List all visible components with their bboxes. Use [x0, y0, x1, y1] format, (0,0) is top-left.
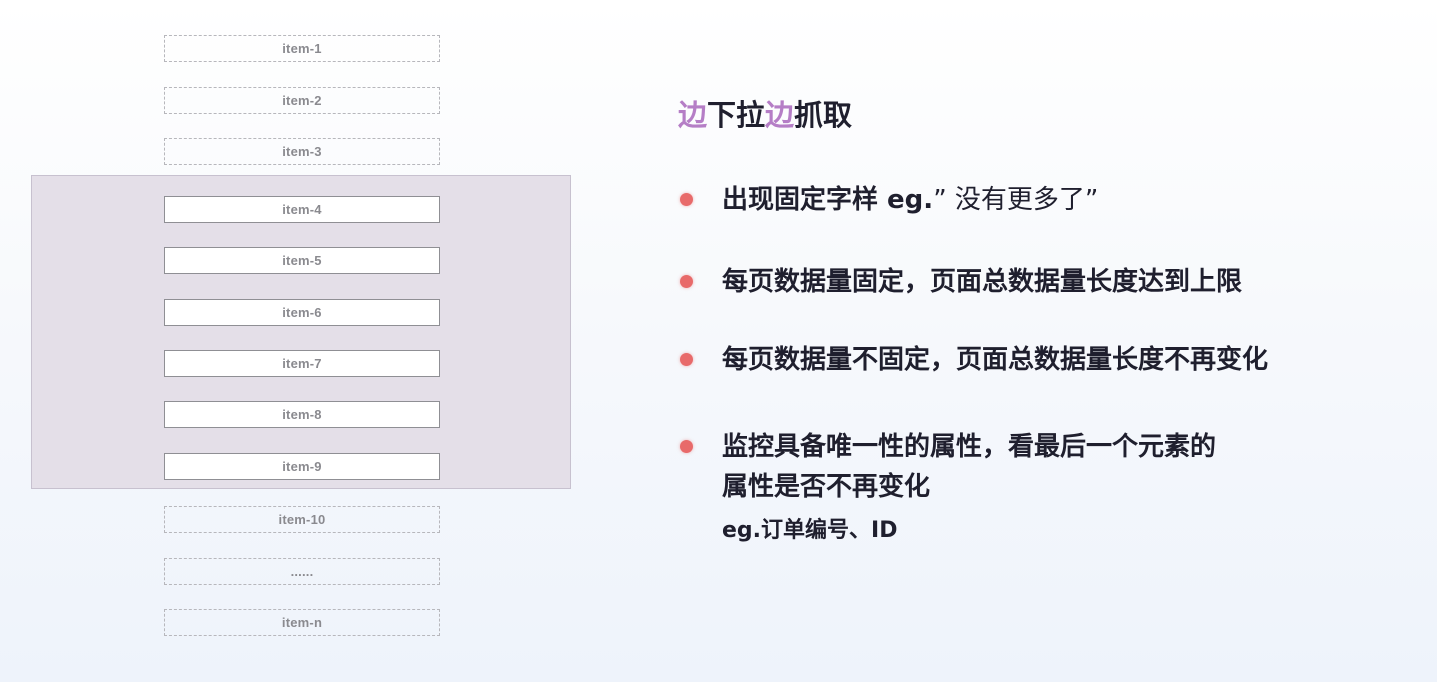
list-item: item-4	[164, 196, 440, 223]
scroll-list-diagram: item-1 item-2 item-3 item-4 item-5 item-6 item…	[0, 0, 600, 682]
bullet-example-text: eg.订单编号、ID	[722, 518, 898, 543]
bullet-text-line-2: 属性是否不再变化	[722, 472, 931, 502]
list-item: item-3	[164, 138, 440, 165]
page-title: 边下拉边抓取	[678, 92, 852, 134]
bullet-text: 每页数据量不固定，页面总数据量长度不再变化	[722, 345, 1269, 375]
bullet-dot-icon	[680, 440, 693, 453]
bullet-text: 出现固定字样 eg.” 没有更多了”	[722, 181, 1098, 219]
title-part-4: 抓取	[794, 98, 853, 132]
list-item: item-6	[164, 299, 440, 326]
text-panel: 边下拉边抓取 出现固定字样 eg.” 没有更多了” 每页数据量固定，页面总数据量…	[678, 0, 1418, 682]
bullet-text-line-1: 监控具备唯一性的属性，看最后一个元素的	[722, 432, 1217, 462]
list-item: item-5	[164, 247, 440, 274]
bullet-dot-icon	[680, 275, 693, 288]
list-item: item-2	[164, 87, 440, 114]
visible-viewport-region	[31, 175, 571, 489]
list-item: item-8	[164, 401, 440, 428]
bullet-quoted-text: ” 没有更多了”	[933, 185, 1099, 215]
list-item: ......	[164, 558, 440, 585]
list-item: item-n	[164, 609, 440, 636]
title-accent-2: 边	[765, 98, 795, 132]
title-accent-1: 边	[678, 98, 708, 132]
list-item: item-10	[164, 506, 440, 533]
bullet-dot-icon	[680, 193, 693, 206]
list-item: item-7	[164, 350, 440, 377]
bullet-dot-icon	[680, 353, 693, 366]
bullet-text: 每页数据量固定，页面总数据量长度达到上限	[722, 267, 1243, 297]
title-part-2: 下拉	[707, 98, 766, 132]
list-item: item-1	[164, 35, 440, 62]
list-item: item-9	[164, 453, 440, 480]
bullet-main-text: 出现固定字样 eg.	[722, 185, 934, 215]
